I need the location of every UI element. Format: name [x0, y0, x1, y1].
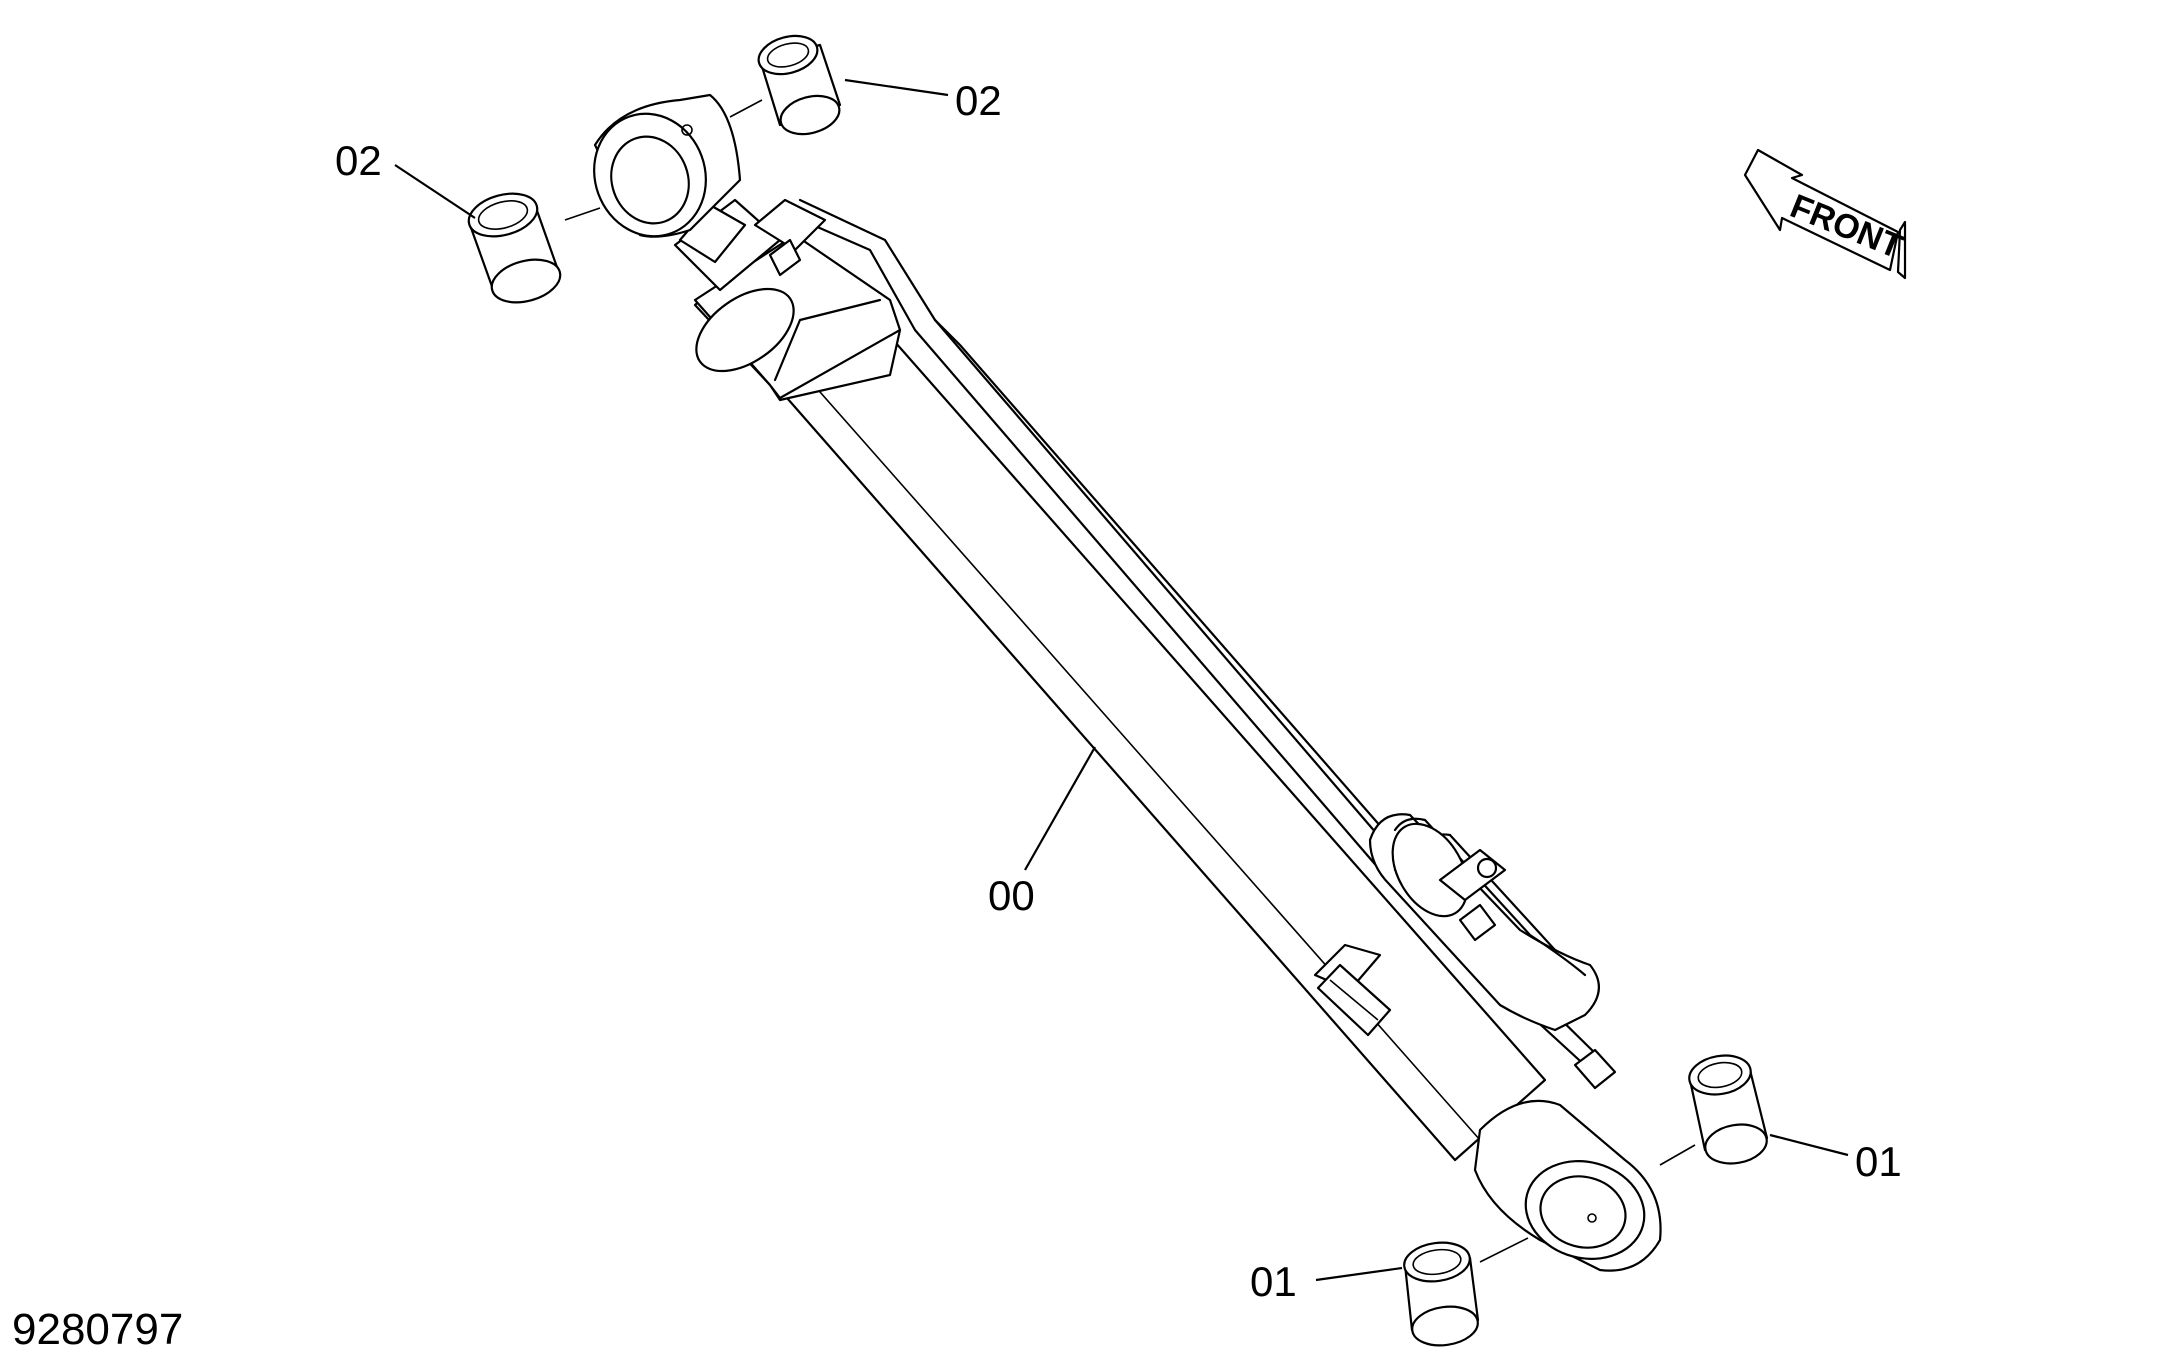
- cylinder-barrel: [778, 323, 1547, 1162]
- upper-tube-clamp: [753, 198, 827, 277]
- lower-tube-clamp: [1573, 1048, 1617, 1090]
- document-number: 9280797: [12, 1305, 183, 1352]
- center-lines: [564, 99, 1696, 1263]
- valve-block: [1368, 813, 1600, 1032]
- callout-01-lower-right: 01: [1855, 1138, 1902, 1185]
- callout-01-lower-left: 01: [1250, 1258, 1297, 1305]
- leader-lines: [394, 78, 1849, 1282]
- callout-02-upper-right: 02: [955, 77, 1002, 124]
- front-label: FRONT: [1785, 187, 1908, 266]
- bushing-02-upper-left: [467, 192, 562, 304]
- bushing-02-upper-right: [757, 34, 842, 136]
- barrel-collar: [1313, 943, 1392, 1037]
- bushing-01-lower-left: [1403, 1241, 1480, 1347]
- cylinder-head-gland: [693, 233, 902, 402]
- bushing-01-lower-right: [1688, 1054, 1769, 1165]
- callout-02-upper-left: 02: [335, 137, 382, 184]
- callout-00: 00: [988, 872, 1035, 919]
- front-direction-arrow: FRONT: [1743, 148, 1908, 280]
- rod-end-eye: [593, 93, 742, 238]
- base-end-eye: [1473, 1099, 1662, 1272]
